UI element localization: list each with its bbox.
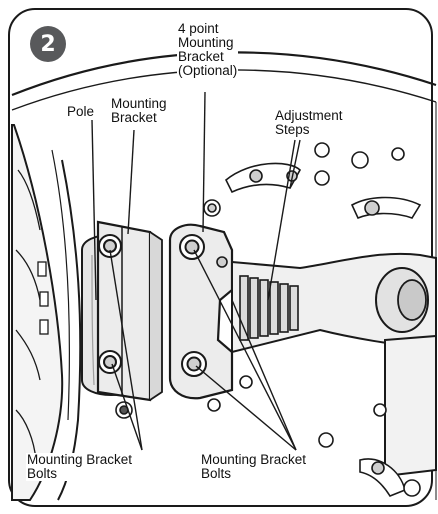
bracket-bolts-left	[98, 234, 122, 374]
dish-rim-inner	[51, 149, 71, 421]
leader-pole	[91, 119, 97, 301]
label-mounting-bracket: Mounting Bracket	[110, 96, 168, 125]
dish-ribs	[15, 169, 49, 461]
leader-bolts-left-2	[111, 363, 143, 451]
lower-clips	[115, 375, 421, 497]
leader-bolts-left-1	[109, 249, 143, 451]
lnb-housing	[384, 334, 437, 478]
step-number-badge: 2	[30, 26, 66, 62]
leader-mounting-bracket	[127, 129, 135, 235]
arm-knob	[397, 279, 427, 321]
leader-four-point	[202, 91, 206, 233]
label-four-point-bracket: 4 point Mounting Bracket (Optional)	[177, 21, 239, 78]
label-mounting-bracket-bolts-right: Mounting Bracket Bolts	[200, 452, 308, 481]
label-mounting-bracket-bolts-left: Mounting Bracket Bolts	[26, 452, 134, 481]
leader-adjustment-2	[267, 139, 296, 301]
pole-shade	[91, 254, 95, 386]
leader-bolts-right-2	[195, 365, 297, 451]
adjustment-steps	[239, 275, 299, 341]
leader-adjustment-1	[289, 139, 301, 189]
mounting-bracket-flange	[149, 231, 163, 401]
four-point-bolts	[179, 234, 207, 377]
leader-lines	[91, 91, 301, 451]
label-pole: Pole	[66, 104, 96, 119]
dish-shell	[11, 124, 64, 501]
leader-bolts-right-1	[193, 249, 297, 451]
leader-bolts-right-3	[231, 299, 297, 451]
label-adjustment-steps: Adjustment Steps	[274, 108, 344, 137]
